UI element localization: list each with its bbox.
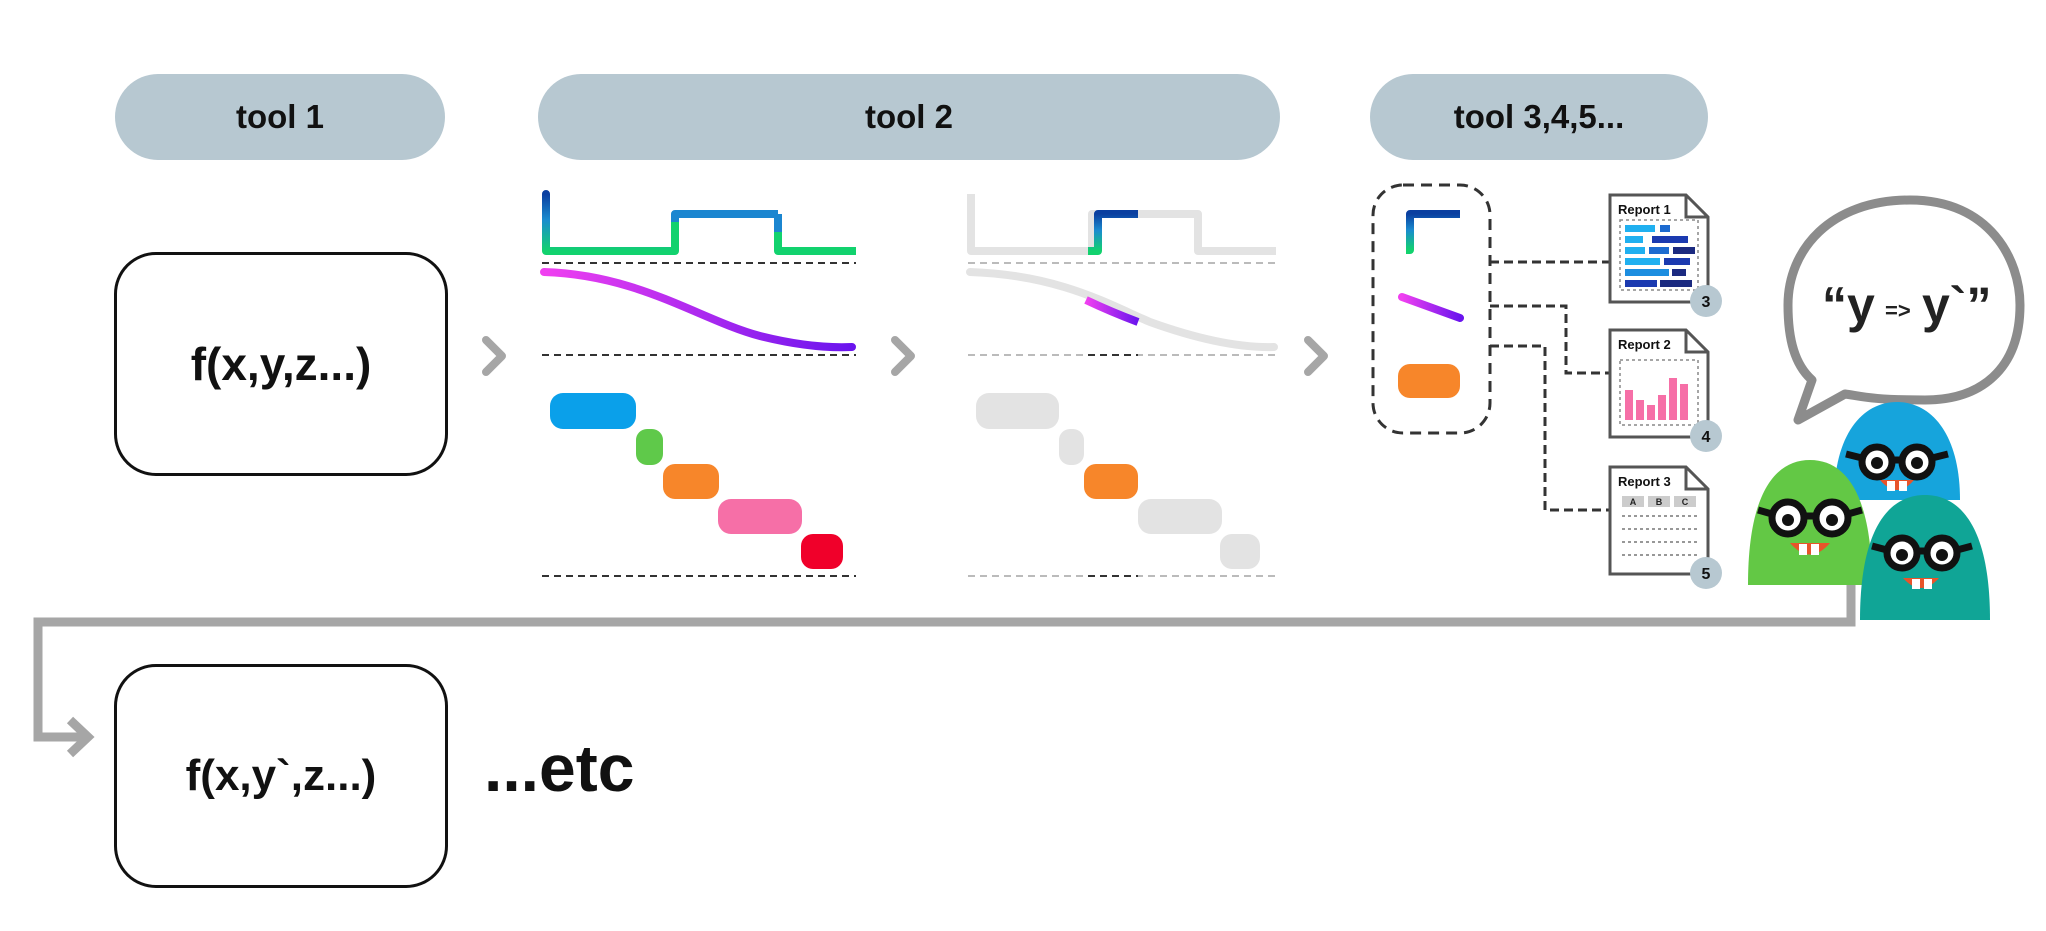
report-title-1: Report 1 — [1618, 202, 1671, 217]
speech-bubble-icon — [1783, 195, 2025, 425]
report-document-2 — [1608, 328, 1710, 439]
selection-group — [1371, 183, 1492, 435]
report3-column-b: B — [1656, 497, 1663, 507]
svg-text:5: 5 — [1702, 566, 1711, 583]
step-signal — [542, 190, 679, 255]
report3-column-a: A — [1630, 497, 1637, 507]
report-badge-1: 3 — [1690, 285, 1722, 317]
svg-text:3: 3 — [1702, 294, 1711, 311]
report-title-2: Report 2 — [1618, 337, 1671, 352]
function-label-initial: f(x,y,z...) — [190, 338, 372, 390]
timeline-full — [540, 190, 856, 577]
tool2-header: tool 2 — [538, 74, 1280, 160]
gantt-bar-red — [801, 534, 843, 569]
chevron-right-icon — [66, 716, 95, 758]
chevron-right-icon — [1304, 336, 1328, 376]
avatar-icon — [1834, 402, 1960, 500]
report-badge-2: 4 — [1690, 420, 1722, 452]
function-label-updated: f(x,y`,z...) — [185, 751, 377, 800]
step-signal-highlight — [1088, 210, 1138, 255]
gantt-bar-pink — [718, 499, 802, 534]
svg-text:4: 4 — [1702, 429, 1711, 446]
report-document-1 — [1608, 193, 1710, 304]
gantt-bar-orange — [663, 464, 719, 499]
report3-column-c: C — [1682, 497, 1689, 507]
tool3-header-label: tool 3,4,5... — [1453, 98, 1625, 135]
curve-signal — [540, 268, 856, 352]
report-connectors — [1490, 260, 1612, 512]
gantt-bar-green — [636, 429, 663, 465]
tool3-header: tool 3,4,5... — [1370, 74, 1708, 160]
tool1-header: tool 1 — [115, 74, 445, 160]
speech-arrow: => — [1885, 298, 1911, 323]
gantt-bar-orange-highlight — [1084, 464, 1138, 499]
tool1-header-label: tool 1 — [236, 98, 324, 135]
speech-open: “y — [1822, 277, 1875, 333]
speech-close: y`” — [1922, 277, 1991, 333]
report-title-3: Report 3 — [1618, 474, 1671, 489]
report-badge-3: 5 — [1690, 557, 1722, 589]
etc-label: ...etc — [484, 731, 635, 805]
chevron-right-icon — [891, 336, 915, 376]
timeline-filtered — [966, 194, 1278, 577]
function-box-updated: f(x,y`,z...) — [114, 664, 448, 888]
function-box-initial: f(x,y,z...) — [114, 252, 448, 476]
chevron-right-icon — [482, 336, 506, 376]
avatar-icon — [1748, 460, 1872, 585]
curve-signal-highlight — [1084, 296, 1140, 326]
report-document-3 — [1608, 465, 1710, 576]
avatar-icon — [1860, 495, 1990, 620]
feedback-loop-arrow — [33, 575, 1856, 742]
gantt-bar-blue — [550, 393, 636, 429]
tool2-header-label: tool 2 — [865, 98, 953, 135]
